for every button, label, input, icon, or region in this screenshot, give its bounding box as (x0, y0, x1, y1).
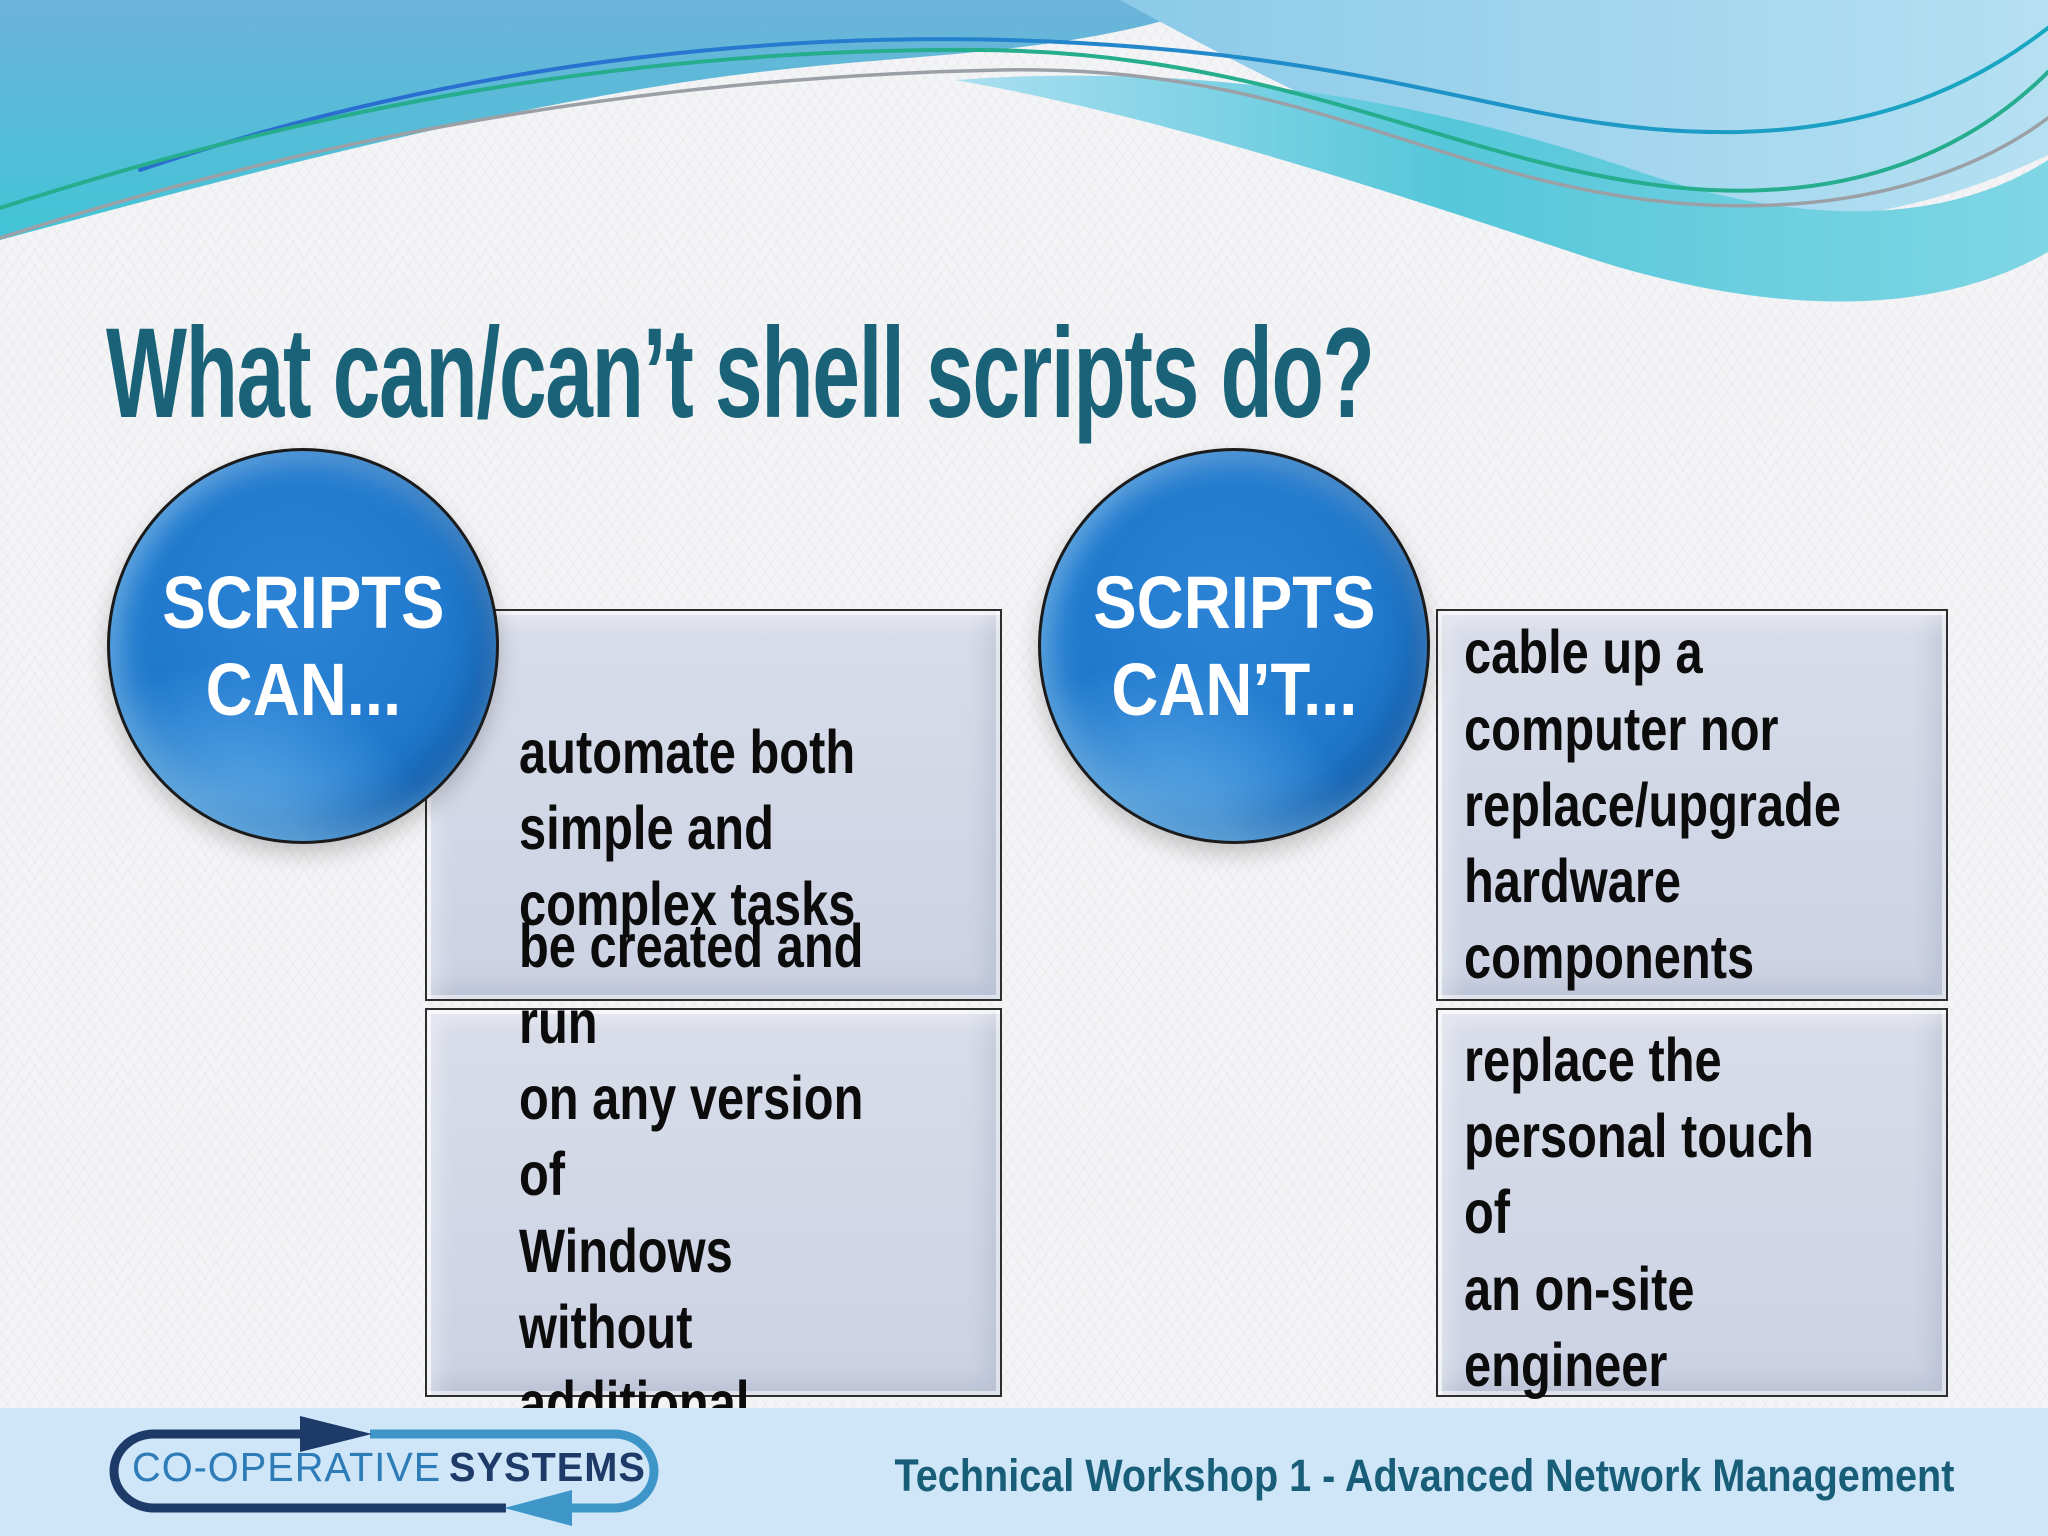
footer-workshop-label: Technical Workshop 1 - Advanced Network … (894, 1450, 1954, 1501)
accent-line-gray (0, 68, 2048, 240)
scripts-can-item-2: be created and run on any version of Win… (425, 912, 1002, 1513)
accent-line-blue (138, 26, 2048, 172)
scripts-cant-item-2: replace the personal touch of an on-site… (1436, 1008, 1948, 1399)
scripts-cant-list: cable up a computer nor replace/upgrade … (1436, 609, 1948, 1399)
wave-sky-band (1120, 0, 2048, 222)
scripts-can-badge: SCRIPTS CAN... (107, 448, 499, 844)
scripts-cant-badge: SCRIPTS CAN’T... (1038, 448, 1430, 844)
wave-left-band (0, 0, 1230, 240)
scripts-cant-item-2-text: replace the personal touch of an on-site… (1464, 1025, 1814, 1399)
scripts-can-item-1-text: automate both simple and complex tasks (519, 717, 856, 939)
cooperative-systems-logo: CO-OPERATIVE SYSTEMS (106, 1414, 664, 1530)
logo-loop-blue-segment (370, 1429, 659, 1513)
logo-arrow-left-icon (504, 1490, 572, 1526)
header-wave-decoration (0, 0, 2048, 302)
scripts-cant-item-1: cable up a computer nor replace/upgrade … (1436, 609, 1948, 1001)
scripts-can-list: automate both simple and complex tasks b… (425, 609, 1002, 1513)
logo-wordmark: CO-OPERATIVE SYSTEMS (132, 1444, 646, 1491)
wave-teal-sweep (955, 75, 2048, 302)
footer-band: CO-OPERATIVE SYSTEMS Technical Workshop … (0, 1408, 2048, 1536)
logo-loop-navy-segment (109, 1429, 506, 1513)
scripts-can-badge-label: SCRIPTS CAN... (161, 560, 445, 731)
scripts-cant-item-1-text: cable up a computer nor replace/upgrade … (1464, 618, 1841, 992)
logo-loop-graphic (109, 1416, 659, 1526)
logo-text-systems: SYSTEMS (448, 1444, 646, 1490)
logo-text-cooperative: CO-OPERATIVE (132, 1444, 442, 1490)
scripts-can-item-1: automate both simple and complex tasks (425, 609, 1002, 1001)
page-title: What can/can’t shell scripts do? (106, 301, 1375, 445)
scripts-cant-badge-label: SCRIPTS CAN’T... (1092, 560, 1376, 731)
logo-arrow-right-icon (300, 1416, 372, 1452)
accent-line-green (0, 47, 2048, 210)
